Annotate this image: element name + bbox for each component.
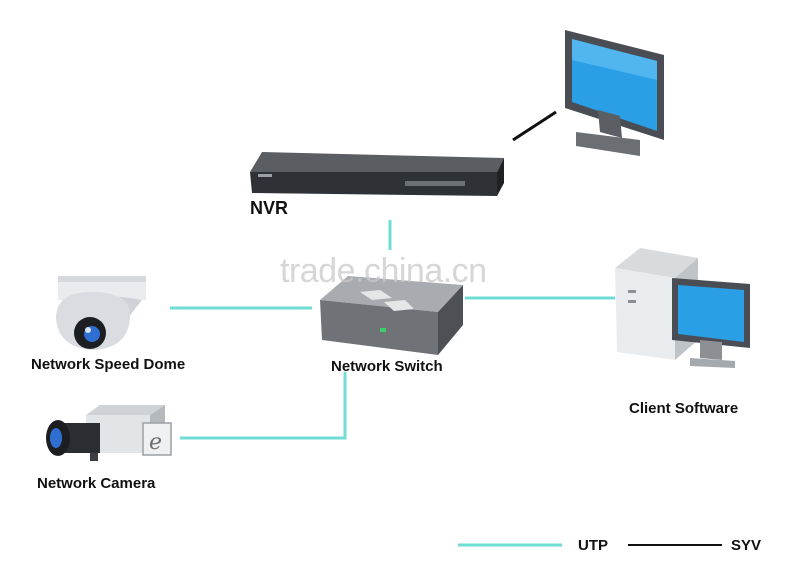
network-switch-icon (320, 276, 463, 355)
nvr-recorder-icon (250, 152, 504, 196)
label-network-camera: Network Camera (37, 475, 156, 492)
speed-dome-camera-icon (56, 276, 146, 350)
box-camera-icon: e (46, 405, 172, 461)
link-nvr-monitor-syv (512, 110, 557, 142)
label-nvr: NVR (250, 198, 289, 218)
label-network-speed-dome: Network Speed Dome (31, 356, 186, 373)
legend-syv-label: SYV (731, 537, 762, 554)
label-client-software: Client Software (629, 400, 739, 417)
legend-utp-label: UTP (578, 537, 608, 554)
label-network-switch: Network Switch (331, 358, 443, 375)
monitor-icon (565, 30, 664, 156)
svg-text:e: e (149, 430, 162, 455)
link-camera-switch-utp (180, 372, 347, 440)
watermark-text: trade.china.cn (280, 252, 487, 290)
client-pc-icon (615, 248, 750, 368)
